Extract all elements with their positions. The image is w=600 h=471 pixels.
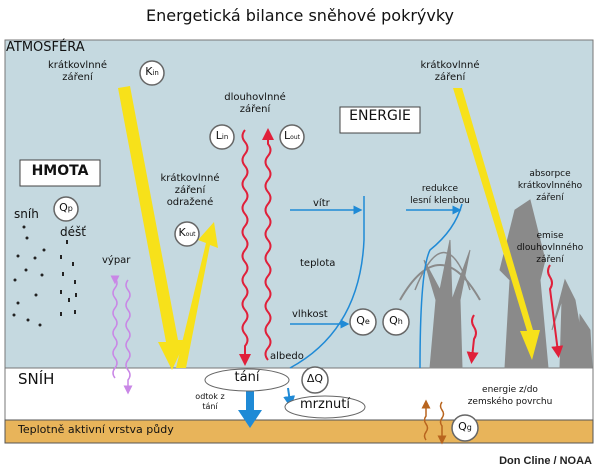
ground-up-arrow bbox=[421, 399, 431, 441]
temperature-profile-curve bbox=[289, 196, 365, 369]
mass-box bbox=[19, 159, 101, 187]
q-g-text: Qg bbox=[458, 420, 472, 433]
longwave-tree-arrow-1 bbox=[466, 314, 479, 364]
wind-label: vítr bbox=[313, 198, 330, 209]
freeze-arrow bbox=[283, 387, 296, 408]
vapor-up-arrow bbox=[110, 275, 120, 379]
melt-runoff-arrow bbox=[238, 388, 262, 428]
l-in-text: Lin bbox=[215, 129, 229, 142]
albedo-label: albedo bbox=[270, 351, 304, 362]
forest-illustration bbox=[399, 199, 593, 369]
soil-label: Teplotně aktivní vrstva půdy bbox=[18, 423, 174, 436]
l-out-symbol bbox=[279, 124, 305, 150]
freeze-label: mrznutí bbox=[299, 397, 351, 412]
k-out-symbol bbox=[174, 221, 200, 247]
shortwave-right-label: krátkovlnné záření bbox=[420, 60, 480, 83]
temperature-label: teplota bbox=[300, 258, 336, 269]
delta-q-text: ΔQ bbox=[306, 372, 324, 385]
shortwave-absorption-label: absorpce krátkovlnného záření bbox=[517, 169, 583, 203]
energy-box-label: ENERGIE bbox=[349, 108, 411, 124]
freeze-ellipse bbox=[284, 395, 366, 419]
rain-label: déšť bbox=[60, 225, 86, 239]
longwave-outgoing-arrow bbox=[262, 128, 274, 361]
diagram-title: Energetická bilance sněhové pokrývky bbox=[145, 6, 455, 25]
q-g-symbol bbox=[451, 414, 479, 442]
snow-label: SNÍH bbox=[18, 370, 55, 388]
melt-ellipse bbox=[204, 368, 290, 392]
longwave-tree-arrow-2 bbox=[547, 264, 564, 358]
energy-box bbox=[339, 106, 421, 134]
precipitation-dots bbox=[12, 225, 77, 327]
atmosphere-label: ATMOSFÉRA bbox=[6, 40, 85, 55]
vapor-down-arrow bbox=[123, 279, 133, 395]
canopy-reduction-label: redukce lesní klenbou bbox=[410, 184, 470, 206]
shortwave-incoming-arrow bbox=[118, 86, 186, 370]
shortwave-reflected-arrow bbox=[176, 222, 218, 368]
melt-label: tání bbox=[234, 370, 260, 385]
q-p-symbol bbox=[53, 196, 79, 222]
k-out-text: Kout bbox=[178, 226, 196, 239]
q-h-text: Qh bbox=[389, 314, 403, 327]
melt-runoff-label: odtok z tání bbox=[195, 392, 225, 411]
ground-down-arrow bbox=[437, 401, 447, 445]
q-e-symbol bbox=[349, 308, 377, 336]
ground-energy-label: energie z/do zemského povrchu bbox=[467, 385, 553, 407]
mass-box-label: HMOTA bbox=[31, 163, 89, 179]
delta-q-symbol bbox=[301, 366, 329, 394]
canopy-profile-curve bbox=[419, 203, 463, 369]
longwave-emission-label: emise dlouhovlnného záření bbox=[516, 231, 584, 265]
q-p-text: Qp bbox=[59, 201, 73, 214]
l-out-text: Lout bbox=[284, 129, 300, 142]
q-h-symbol bbox=[382, 308, 410, 336]
shortwave-reflected-label: krátkovlnné záření odražené bbox=[160, 173, 220, 208]
l-in-symbol bbox=[209, 124, 235, 150]
snow-precip-label: sníh bbox=[14, 207, 39, 221]
k-in-symbol bbox=[139, 60, 165, 86]
shortwave-left-label: krátkovlnné záření bbox=[48, 60, 108, 83]
longwave-incoming-arrow bbox=[239, 129, 251, 366]
evaporation-label: výpar bbox=[102, 255, 131, 266]
k-in-text: Kin bbox=[145, 65, 159, 78]
shortwave-incoming-right-arrow bbox=[453, 88, 540, 360]
image-credit: Don Cline / NOAA bbox=[499, 455, 592, 467]
humidity-label: vlhkost bbox=[292, 309, 328, 320]
longwave-label: dlouhovlnné záření bbox=[224, 92, 286, 115]
q-e-text: Qe bbox=[356, 314, 370, 327]
